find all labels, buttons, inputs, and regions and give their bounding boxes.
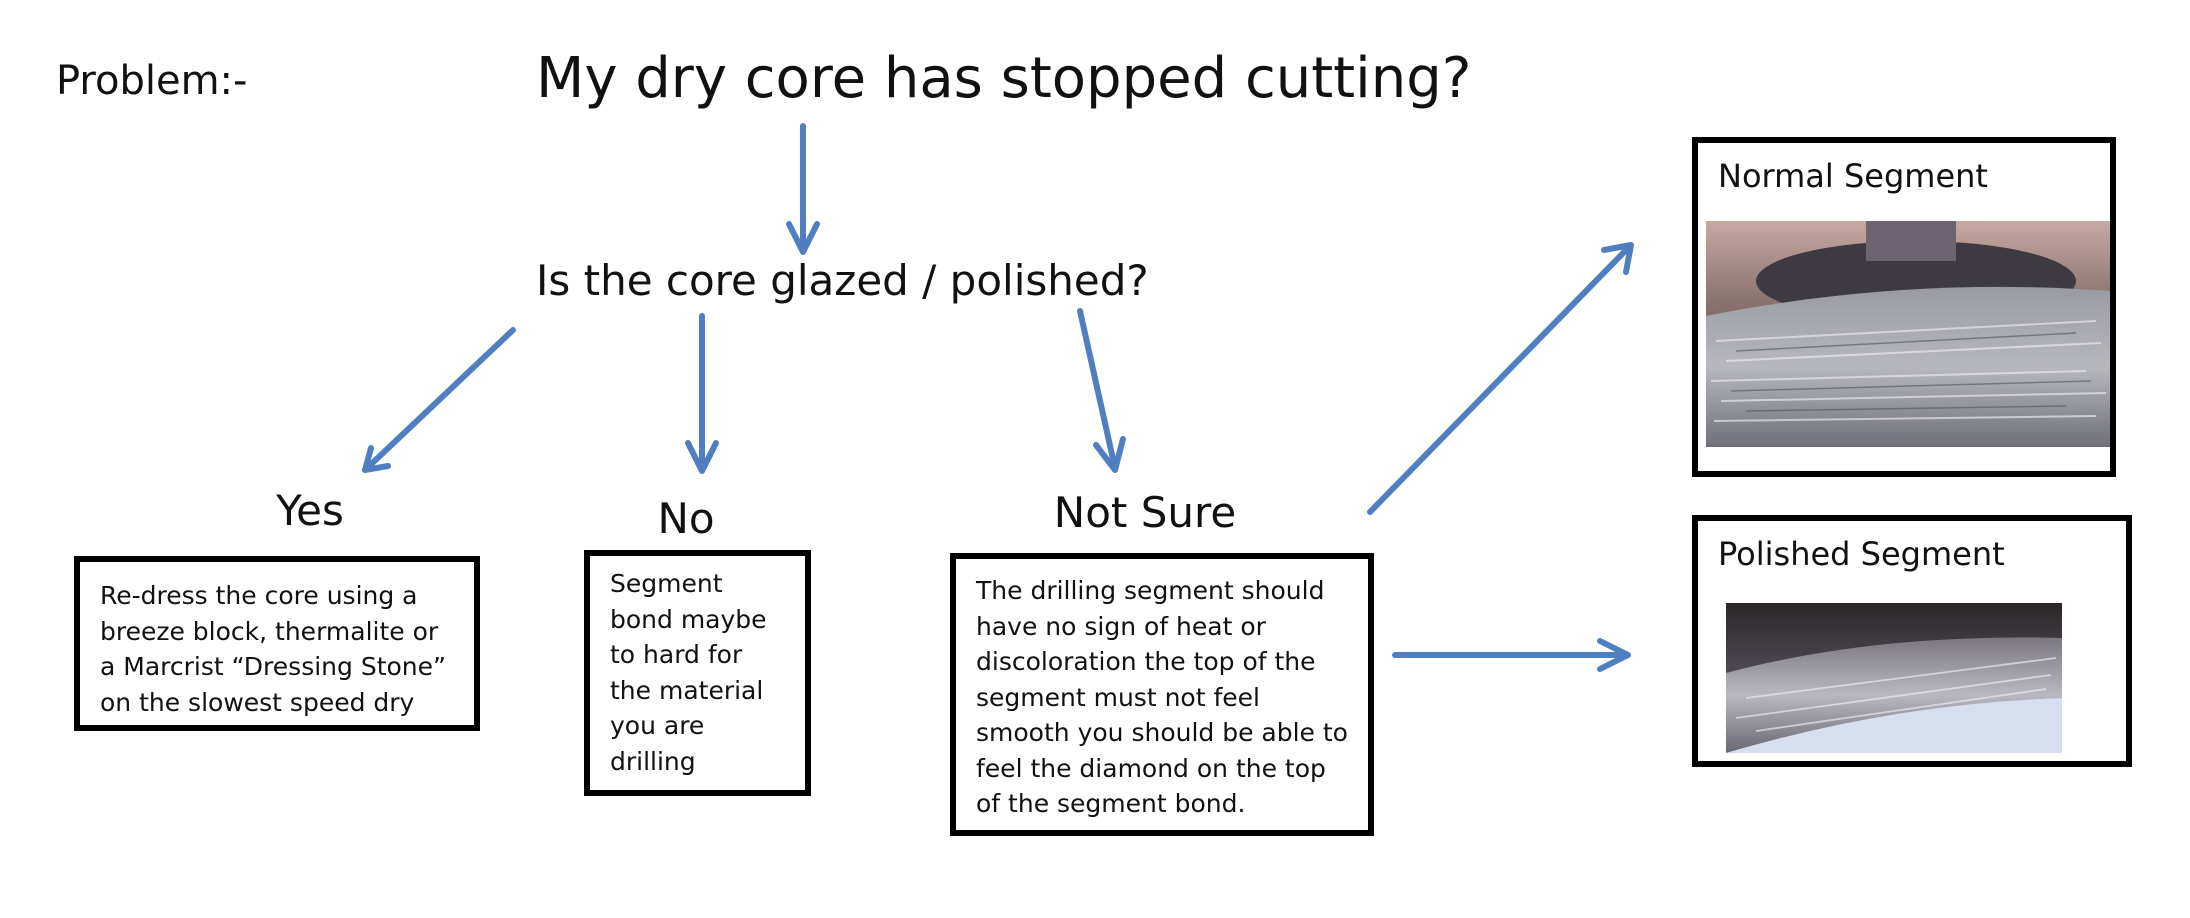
not-sure-answer-line: smooth you should be able to (976, 718, 1348, 747)
problem-label: Problem:- (56, 58, 248, 104)
not-sure-answer-line: segment must not feel (976, 682, 1260, 712)
yes-answer-line: on the slowest speed dry (100, 687, 415, 717)
no-label: No (657, 494, 715, 543)
not-sure-answer-line: have no sign of heat or (976, 611, 1266, 641)
not-sure-label: Not Sure (1053, 488, 1237, 537)
no-answer-box: Segment bond maybe to hard for the mater… (584, 550, 811, 796)
sub-question: Is the core glazed / polished? (536, 256, 1149, 305)
arrow-to-normal-segment (1367, 242, 1634, 515)
normal-segment-panel: Normal Segment (1692, 137, 2116, 477)
arrow-to-yes (362, 327, 516, 473)
polished-segment-photo (1726, 603, 2062, 753)
main-question: My dry core has stopped cutting? (536, 46, 1472, 111)
no-answer-line: bond maybe (610, 604, 767, 634)
no-answer-line: drilling (610, 746, 696, 776)
arrow-question-to-glazed (786, 123, 820, 255)
arrow-to-polished-segment (1392, 638, 1631, 672)
yes-label: Yes (276, 486, 344, 535)
polished-segment-title: Polished Segment (1718, 535, 2005, 573)
no-answer-line: Segment (610, 569, 723, 598)
arrow-to-not-sure (1077, 308, 1126, 473)
yes-answer-line: a Marcrist “Dressing Stone” (100, 652, 446, 681)
no-answer-line: to hard for (610, 640, 743, 669)
polished-segment-panel: Polished Segment (1692, 515, 2132, 767)
normal-segment-photo (1706, 221, 2110, 447)
normal-segment-title: Normal Segment (1718, 157, 1988, 195)
not-sure-answer-line: The drilling segment should (976, 576, 1325, 605)
arrow-to-no (685, 313, 719, 474)
not-sure-answer-line: of the segment bond. (976, 789, 1246, 818)
not-sure-answer-line: feel the diamond on the top (976, 753, 1326, 783)
yes-answer-line: Re-dress the core using a (100, 581, 418, 610)
not-sure-answer-box: The drilling segment should have no sign… (950, 553, 1374, 836)
yes-answer-line: breeze block, thermalite or (100, 616, 439, 646)
no-answer-line: the material (610, 675, 764, 705)
not-sure-answer-line: discoloration the top of the (976, 647, 1316, 676)
yes-answer-box: Re-dress the core using a breeze block, … (74, 556, 480, 731)
no-answer-line: you are (610, 711, 705, 740)
